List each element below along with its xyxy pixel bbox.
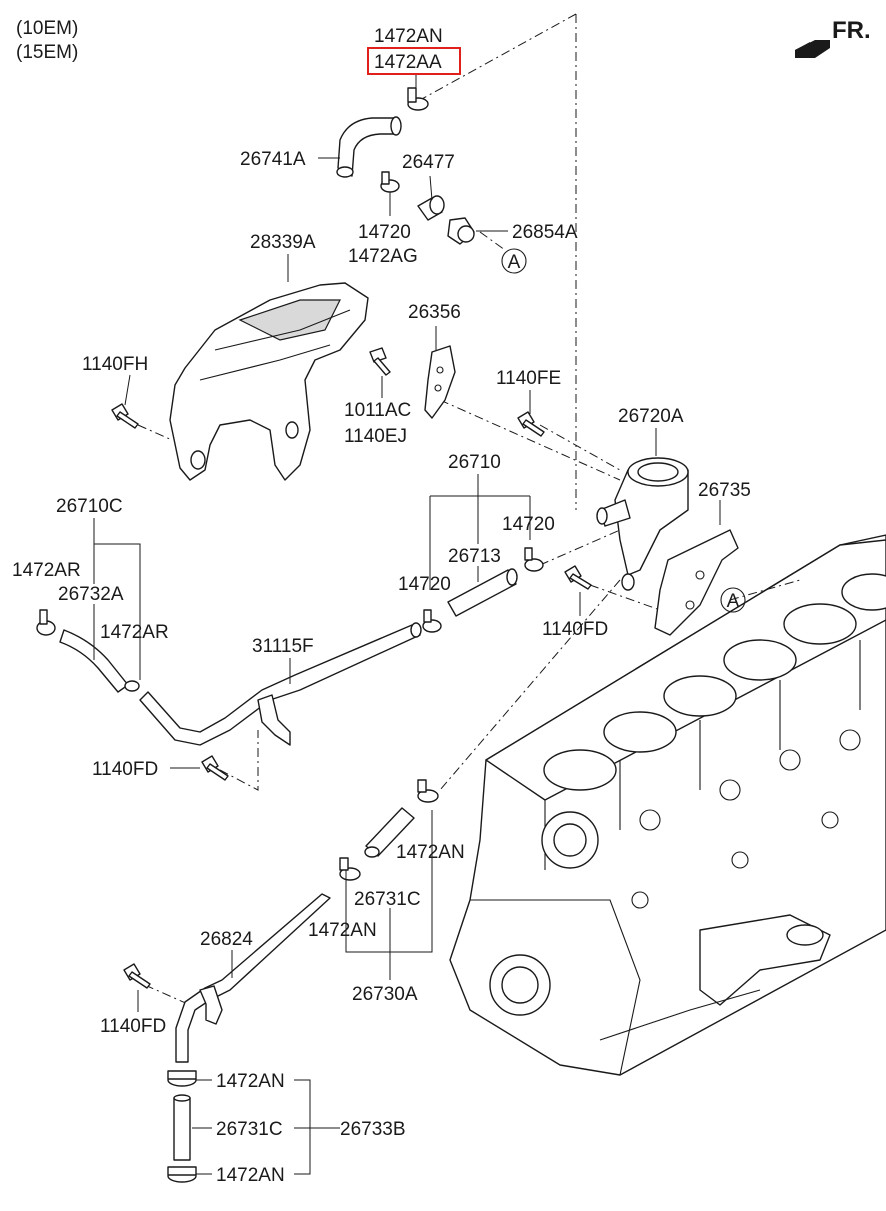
centerlines bbox=[137, 13, 801, 1006]
clamp-14720-left bbox=[422, 609, 442, 633]
label-26731C-bottom: 26731C bbox=[216, 1119, 283, 1140]
valve-26720A bbox=[596, 457, 689, 591]
label-31115F: 31115F bbox=[252, 636, 314, 657]
tube-26477 bbox=[417, 195, 445, 221]
variant-10em: (10EM) bbox=[16, 18, 78, 39]
label-1472AN-bottom-1: 1472AN bbox=[216, 1071, 285, 1092]
clamp-1472AA bbox=[407, 87, 429, 111]
engine-block bbox=[449, 534, 886, 1076]
label-26732A: 26732A bbox=[58, 584, 124, 605]
clamp-1472AR-left bbox=[36, 609, 56, 636]
ref-marker-a-top: A bbox=[501, 248, 527, 274]
label-1472AA: 1472AA bbox=[374, 52, 442, 73]
label-14720-top: 14720 bbox=[358, 222, 411, 243]
label-1140FD-mid: 1140FD bbox=[542, 619, 608, 640]
label-26477: 26477 bbox=[402, 152, 455, 173]
clamp-1472AN-low bbox=[339, 857, 361, 881]
label-26710C: 26710C bbox=[56, 496, 123, 517]
label-1011AC: 1011AC bbox=[344, 400, 411, 421]
hose-26731C bbox=[364, 807, 415, 858]
highlight-box bbox=[367, 47, 461, 75]
label-1472AN-top: 1472AN bbox=[374, 26, 443, 47]
front-arrow-icon bbox=[795, 40, 830, 58]
label-1472AG: 1472AG bbox=[348, 246, 418, 267]
label-26854A: 26854A bbox=[512, 222, 578, 243]
label-1472AN-bottom-2: 1472AN bbox=[216, 1165, 285, 1186]
bolt-1140FD-left bbox=[201, 755, 229, 781]
label-1140FD-low: 1140FD bbox=[100, 1016, 166, 1037]
clamp-1472AR-right bbox=[124, 680, 140, 692]
label-26824: 26824 bbox=[200, 929, 253, 950]
clamp-14720-right bbox=[524, 547, 544, 572]
ref-marker-a-right: A bbox=[720, 587, 746, 613]
bolt-1140FD-mid bbox=[564, 565, 592, 590]
tube-26713 bbox=[447, 568, 518, 617]
label-26735: 26735 bbox=[698, 480, 751, 501]
pipe-26824 bbox=[175, 893, 331, 1063]
label-1140EJ: 1140EJ bbox=[344, 426, 407, 447]
label-26730A: 26730A bbox=[352, 984, 418, 1005]
label-1140FH: 1140FH bbox=[82, 354, 148, 375]
label-1472AN-low: 1472AN bbox=[308, 920, 377, 941]
leader-lines bbox=[93, 74, 721, 1175]
bolt-1140FD-low bbox=[123, 963, 151, 989]
bolt-1140FH bbox=[111, 403, 139, 429]
assembly-26733B bbox=[167, 1070, 197, 1183]
variant-15em: (15EM) bbox=[16, 42, 78, 63]
front-direction-label: FR. bbox=[832, 17, 871, 44]
heat-shield-28339A bbox=[169, 282, 369, 481]
label-1472AR-left: 1472AR bbox=[12, 560, 81, 581]
label-14720-right: 14720 bbox=[502, 514, 555, 535]
label-26733B: 26733B bbox=[340, 1119, 406, 1140]
label-1472AN-mid: 1472AN bbox=[396, 842, 465, 863]
label-14720-left: 14720 bbox=[398, 574, 451, 595]
hose-26741A bbox=[336, 116, 402, 178]
label-26731C-mid: 26731C bbox=[354, 889, 421, 910]
cap-26854A bbox=[447, 217, 475, 245]
label-26741A: 26741A bbox=[240, 149, 306, 170]
label-26710: 26710 bbox=[448, 452, 501, 473]
ref-marker-label: A bbox=[508, 252, 521, 273]
label-26356: 26356 bbox=[408, 302, 461, 323]
label-26713: 26713 bbox=[448, 546, 501, 567]
part-labels: (10EM) (15EM) FR. 1472AN 1472AA 26741A 2… bbox=[12, 17, 871, 1186]
clamp-14720-top bbox=[380, 171, 400, 193]
bolt-1011AC bbox=[369, 347, 391, 376]
bracket-26356 bbox=[424, 345, 456, 419]
label-1140FE: 1140FE bbox=[496, 368, 561, 389]
bracket-26735 bbox=[654, 529, 739, 636]
pipe-31115F bbox=[139, 622, 422, 746]
ref-marker-label: A bbox=[727, 591, 740, 612]
bolt-1140FE bbox=[517, 411, 545, 437]
hose-26732A bbox=[59, 629, 129, 693]
label-26720A: 26720A bbox=[618, 406, 684, 427]
label-1472AR-right: 1472AR bbox=[100, 622, 169, 643]
label-28339A: 28339A bbox=[250, 232, 316, 253]
clamp-1472AN-mid bbox=[417, 779, 439, 803]
label-1140FD-left: 1140FD bbox=[92, 759, 158, 780]
